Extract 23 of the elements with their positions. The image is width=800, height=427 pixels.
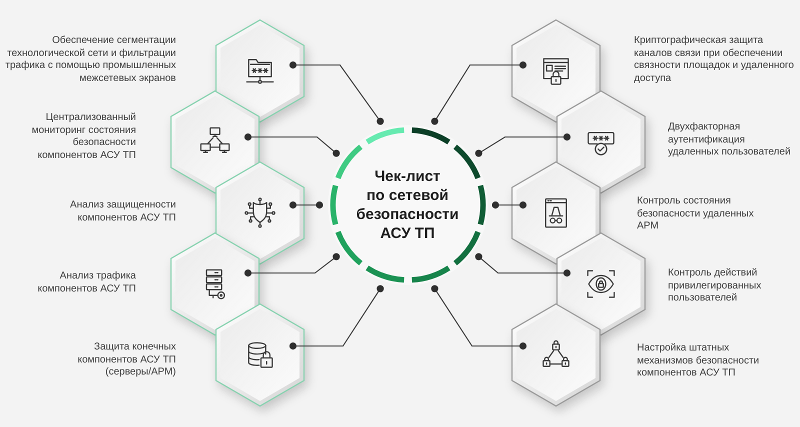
item-description: Контроль действий привилегированных пользователей <box>668 267 762 305</box>
item-description: Криптографическая защита каналов связи при обеспечении связности площадок и удаленного доступа <box>634 35 795 85</box>
item-description: Двухфакторная аутентификация удаленных пользователей <box>668 121 792 159</box>
connector-line <box>492 201 527 209</box>
connector-line <box>289 61 384 125</box>
item-description: Настройка штатных механизмов безопасности компонентов АСУ ТП <box>637 342 760 380</box>
connector-line <box>475 133 571 157</box>
hexagon-tile <box>511 303 601 407</box>
item-description: Обеспечение сегментации технологической сети и фильтрации трафика с помощью промышленных межсетевых экранов <box>4 35 176 85</box>
connector-line <box>244 133 340 157</box>
circle-title: Чек-лист по сетевой безопасности АСУ ТП <box>356 168 459 242</box>
connector-line <box>289 285 384 350</box>
hexagon-tile <box>215 303 305 407</box>
connector-line <box>244 253 340 277</box>
item-description: Защита конечных компонентов АСУ ТП (серверы/АРМ) <box>76 341 176 379</box>
connector-line <box>289 201 324 209</box>
item-description: Анализ трафика компонентов АСУ ТП <box>36 270 136 296</box>
connector-line <box>475 253 571 277</box>
item-description: Контроль состояния безопасности удаленных АРМ <box>637 195 755 233</box>
item-description: Централизованный мониторинг состояния безопасности компонентов АСУ ТП <box>30 112 136 162</box>
connector-line <box>431 285 527 350</box>
connector-line <box>431 61 527 125</box>
item-description: Анализ защищенности компонентов АСУ ТП <box>69 200 176 224</box>
